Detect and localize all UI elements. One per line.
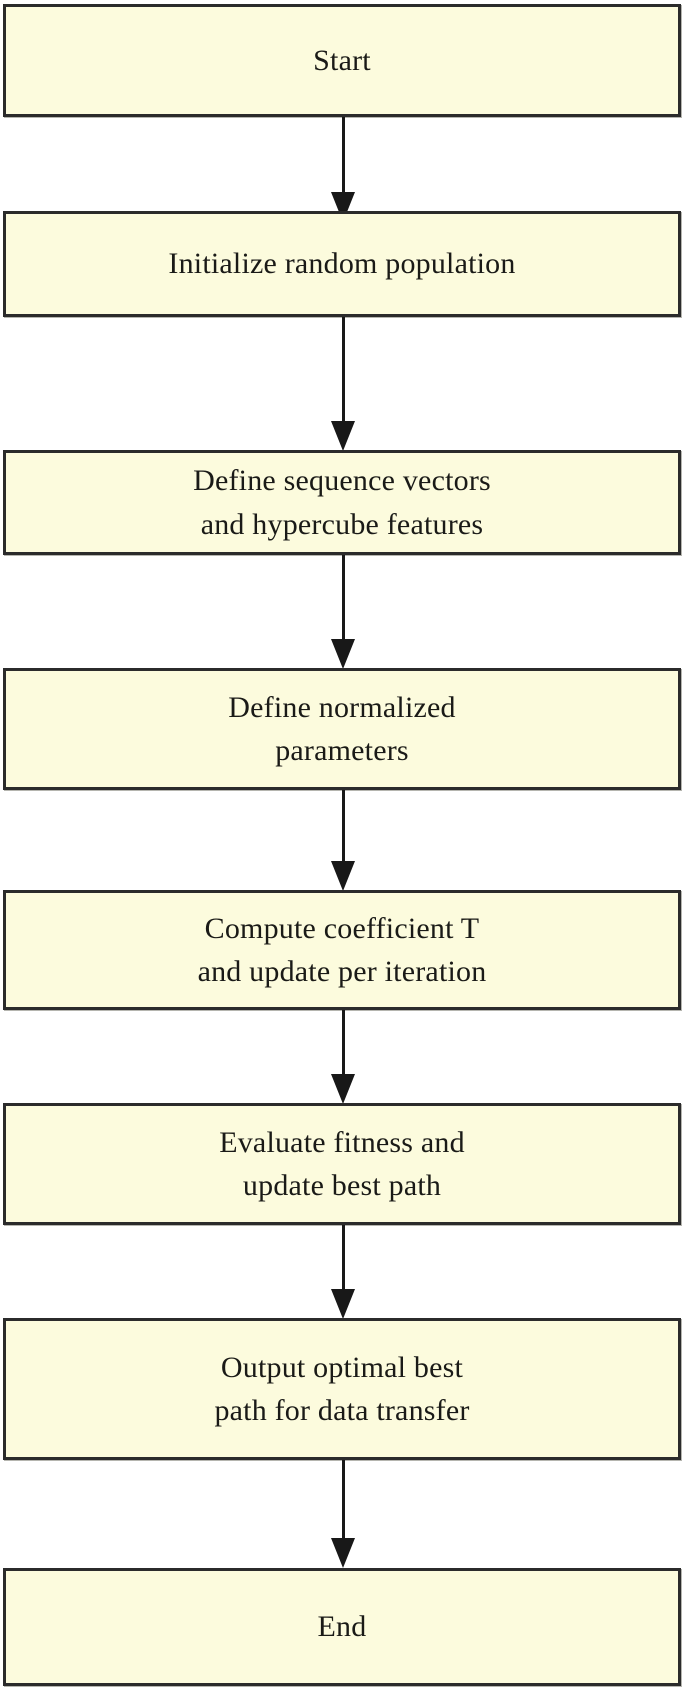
flowchart-node-label: Initialize random population bbox=[168, 247, 516, 281]
down-arrow-icon bbox=[331, 861, 355, 891]
flowchart-node-label: Evaluate fitness and update best path bbox=[219, 1125, 465, 1203]
flowchart-node-start[interactable]: Start bbox=[3, 4, 681, 117]
flowchart-node-normparams[interactable]: Define normalized parameters bbox=[3, 668, 681, 790]
flowchart-connector-start-to-init bbox=[342, 117, 345, 194]
flowchart-node-seqvec[interactable]: Define sequence vectors and hypercube fe… bbox=[3, 450, 681, 555]
flowchart-node-label: Output optimal best path for data transf… bbox=[214, 1350, 470, 1428]
flowchart-node-output[interactable]: Output optimal best path for data transf… bbox=[3, 1318, 681, 1460]
flowchart-connector-normparams-to-coefficient bbox=[342, 790, 345, 863]
flowchart-node-label: Define normalized parameters bbox=[228, 690, 456, 768]
down-arrow-icon bbox=[331, 1538, 355, 1568]
flowchart-node-label: Compute coefficient T and update per ite… bbox=[197, 911, 487, 989]
flowchart-node-fitness[interactable]: Evaluate fitness and update best path bbox=[3, 1103, 681, 1225]
flowchart-connector-output-to-end bbox=[342, 1460, 345, 1540]
down-arrow-icon bbox=[331, 421, 355, 451]
flowchart-node-label: Start bbox=[313, 43, 371, 77]
flowchart-connector-init-to-seqvec bbox=[342, 317, 345, 423]
flowchart-node-coefficient[interactable]: Compute coefficient T and update per ite… bbox=[3, 890, 681, 1010]
down-arrow-icon bbox=[331, 1289, 355, 1319]
flowchart-connector-coefficient-to-fitness bbox=[342, 1010, 345, 1076]
down-arrow-icon bbox=[331, 1074, 355, 1104]
down-arrow-icon bbox=[331, 639, 355, 669]
flowchart-connector-fitness-to-output bbox=[342, 1225, 345, 1291]
flowchart-node-label: End bbox=[317, 1610, 367, 1644]
flowchart-node-end[interactable]: End bbox=[3, 1568, 681, 1686]
flowchart-node-init[interactable]: Initialize random population bbox=[3, 211, 681, 317]
flowchart-node-label: Define sequence vectors and hypercube fe… bbox=[193, 464, 491, 541]
flowchart-connector-seqvec-to-normparams bbox=[342, 555, 345, 640]
